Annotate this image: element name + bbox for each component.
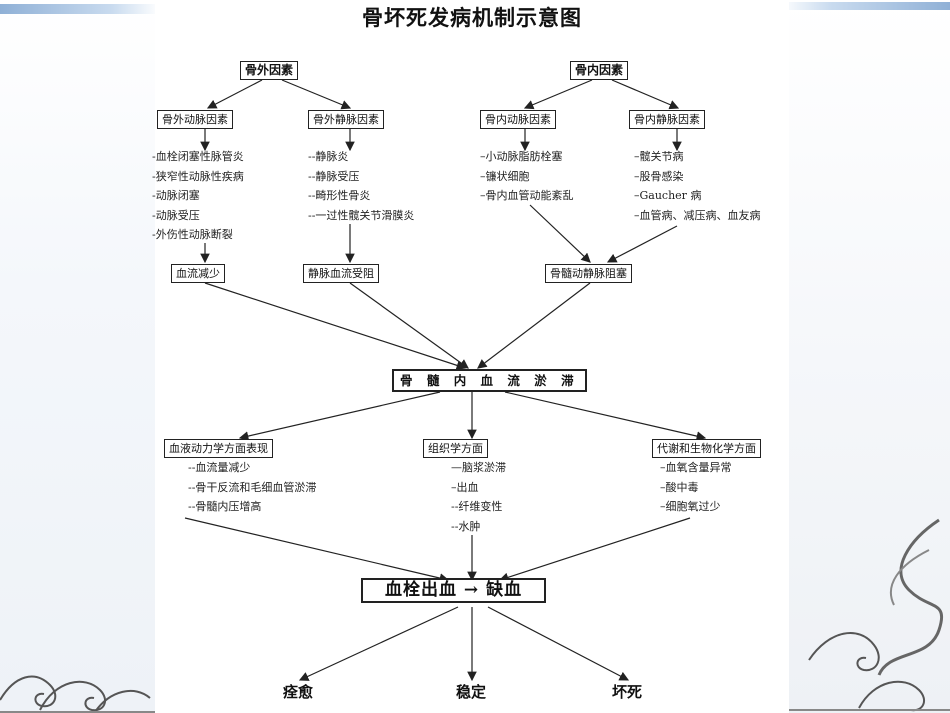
histology-list: —脑浆淤滞 –出血 --纤维变性 --水肿 xyxy=(451,458,506,536)
int-vein-box: 骨内静脉因素 xyxy=(629,110,705,129)
ext-vein-list: --静脉炎 --静脉受压 --畸形性骨炎 --一过性髋关节滑膜炎 xyxy=(308,147,414,225)
list-item: –镰状细胞 xyxy=(480,169,530,183)
list-item: –血氧含量异常 xyxy=(660,461,732,474)
top-right-band xyxy=(780,2,950,10)
internal-factors-box: 骨内因素 xyxy=(570,61,629,80)
outcome-heal: 痊愈 xyxy=(283,683,314,701)
list-item: —脑浆淤滞 xyxy=(451,461,506,474)
list-item: –小动脉脂肪栓塞 xyxy=(480,150,563,163)
list-item: --血流量减少 xyxy=(188,461,251,474)
outcome-stable: 稳定 xyxy=(456,683,487,701)
wave-ornament-left xyxy=(0,675,155,713)
marrow-stasis-box: 骨 髓 内 血 流 淤 滞 xyxy=(392,369,587,392)
hemodynamic-box: 血液动力学方面表现 xyxy=(164,439,273,458)
int-artery-box: 骨内动脉因素 xyxy=(480,110,556,129)
marrow-vessel-block-box: 骨髓动静脉阻塞 xyxy=(545,264,632,283)
list-item: –股骨感染 xyxy=(634,169,684,183)
list-item: -狭窄性动脉性疾病 xyxy=(152,169,244,183)
ext-artery-box: 骨外动脉因素 xyxy=(157,110,233,129)
thrombus-ischemia-box: 血栓出血 → 缺血 xyxy=(361,578,547,603)
top-left-band xyxy=(0,4,160,14)
list-item: --水肿 xyxy=(451,519,481,533)
venous-obstruction-box: 静脉血流受阻 xyxy=(303,264,379,283)
list-item: --静脉受压 xyxy=(308,169,360,183)
blood-flow-decrease-box: 血流减少 xyxy=(171,264,225,283)
hemodynamic-list: --血流量减少 --骨干反流和毛细血管淤滞 --骨髓内压增高 xyxy=(188,458,316,517)
list-item: –Gaucher 病 xyxy=(634,189,702,202)
list-item: -动脉闭塞 xyxy=(152,189,200,202)
histology-box: 组织学方面 xyxy=(423,439,488,458)
list-item: –出血 xyxy=(451,480,479,494)
list-item: -动脉受压 xyxy=(152,208,200,222)
list-item: --畸形性骨炎 xyxy=(308,189,371,202)
list-item: --一过性髋关节滑膜炎 xyxy=(308,208,415,222)
external-factors-box: 骨外因素 xyxy=(240,61,299,80)
page-title: 骨坏死发病机制示意图 xyxy=(362,6,582,30)
metabolic-box: 代谢和生物化学方面 xyxy=(652,439,761,458)
outcome-necrosis: 坏死 xyxy=(612,683,643,701)
int-vein-list: –髋关节病 –股骨感染 –Gaucher 病 –血管病、减压病、血友病 xyxy=(634,147,761,225)
int-artery-list: –小动脉脂肪栓塞 –镰状细胞 –骨内血管动能紊乱 xyxy=(480,147,574,206)
list-item: --纤维变性 xyxy=(451,500,503,513)
ext-vein-box: 骨外静脉因素 xyxy=(308,110,384,129)
list-item: -外伤性动脉断裂 xyxy=(152,228,233,241)
list-item: --骨髓内压增高 xyxy=(188,500,262,513)
list-item: –酸中毒 xyxy=(660,480,699,494)
list-item: –细胞氧过少 xyxy=(660,500,721,513)
list-item: --骨干反流和毛细血管淤滞 xyxy=(188,480,317,494)
dragon-ornament-right xyxy=(789,518,950,712)
metabolic-list: –血氧含量异常 –酸中毒 –细胞氧过少 xyxy=(660,458,732,517)
list-item: --静脉炎 xyxy=(308,150,349,163)
list-item: -血栓闭塞性脉管炎 xyxy=(152,150,244,163)
ext-artery-list: -血栓闭塞性脉管炎 -狭窄性动脉性疾病 -动脉闭塞 -动脉受压 -外伤性动脉断裂 xyxy=(152,147,244,245)
list-item: –骨内血管动能紊乱 xyxy=(480,189,574,202)
list-item: –血管病、减压病、血友病 xyxy=(634,208,761,222)
list-item: –髋关节病 xyxy=(634,150,684,163)
left-background xyxy=(0,0,155,713)
right-background xyxy=(785,0,950,713)
